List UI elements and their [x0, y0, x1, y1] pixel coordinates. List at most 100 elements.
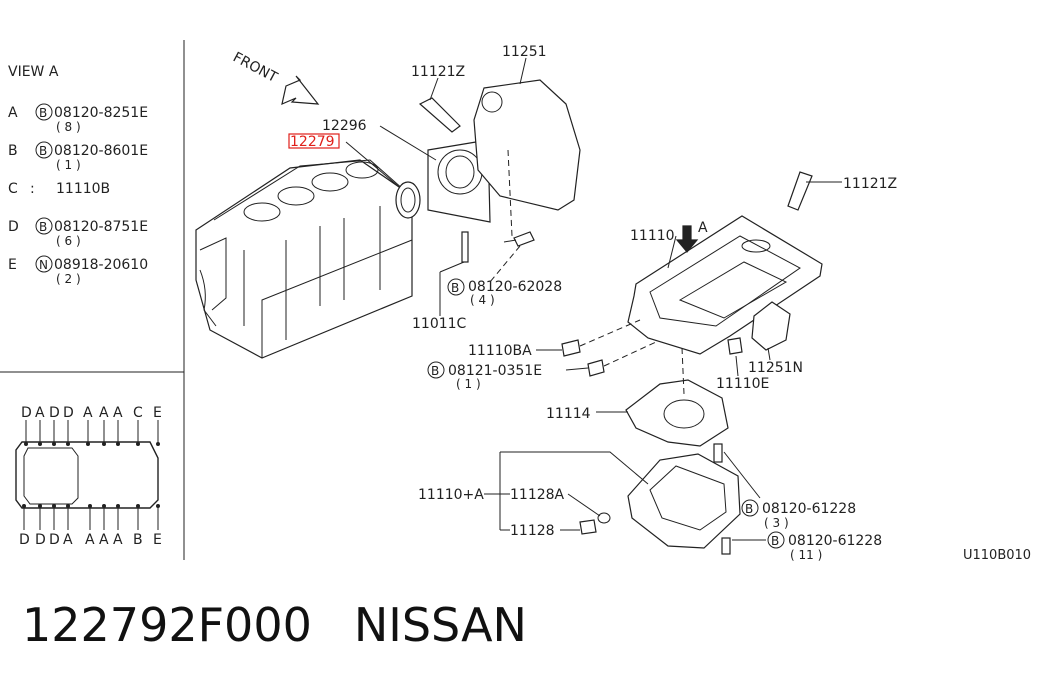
view-a-bottom-letter: A	[113, 532, 123, 548]
callout-11110: 11110	[630, 228, 675, 244]
view-a-top-letter: A	[83, 405, 93, 421]
view-a-top-letter: D	[49, 405, 60, 421]
callout-08121-0351e-qty: ( 1 )	[456, 377, 481, 391]
callout-08120-62028: 08120-62028	[468, 279, 562, 295]
rear-oil-seal: 12279	[288, 133, 421, 219]
view-a-top-letter: A	[35, 405, 45, 421]
sealant-tube-top: 11121Z	[411, 64, 465, 133]
view-a-top-letter: D	[63, 405, 74, 421]
callout-08120-61228-b-qty: ( 11 )	[790, 548, 822, 562]
part-number: 122792F000	[22, 598, 312, 652]
legend-code-b: 08120-8601E	[54, 143, 148, 159]
callout-08120-61228-a: 08120-61228	[762, 501, 856, 517]
sym-b-61228-b: B	[771, 534, 779, 548]
oil-pan-gasket-cover: 11251N	[748, 301, 803, 376]
legend-sym-e: N	[39, 258, 48, 272]
view-a-bottom-letter: D	[49, 532, 60, 548]
legend-key-e: E	[8, 257, 17, 273]
view-a-bolts	[22, 442, 160, 508]
part-caption: 122792F000 NISSAN	[22, 598, 527, 652]
rear-plate: 11251	[473, 44, 581, 237]
callout-11114: 11114	[546, 406, 591, 422]
legend-code-a: 08120-8251E	[54, 105, 148, 121]
callout-11110a: 11110+A	[418, 487, 484, 503]
front-indicator: FRONT	[230, 49, 320, 106]
legend-qty-d: ( 6 )	[56, 234, 81, 248]
rear-seal-retainer: 12296	[322, 118, 491, 223]
stud-and-bolt: 11011C B 08120-62028 ( 4 )	[412, 231, 562, 332]
legend-key-d: D	[8, 219, 19, 235]
view-a-bottom-letter: B	[133, 532, 143, 548]
sealant-tube-right: 11121Z	[787, 171, 897, 211]
legend-qty-a: ( 8 )	[56, 120, 81, 134]
sym-b-61228-a: B	[745, 502, 753, 516]
legend-colon-c: :	[30, 181, 35, 197]
callout-12296: 12296	[322, 118, 367, 134]
view-a-top-letter: D	[21, 405, 32, 421]
callout-11110ba: 11110BA	[468, 343, 532, 359]
callout-11110e: 11110E	[716, 376, 769, 392]
legend-key-c: C	[8, 181, 18, 197]
callout-11011c: 11011C	[412, 316, 467, 332]
brand-name: NISSAN	[353, 598, 527, 652]
view-a-bottom-letter: A	[63, 532, 73, 548]
sym-b-0351e: B	[431, 364, 439, 378]
legend-qty-e: ( 2 )	[56, 272, 81, 286]
lower-pan-bolts: B 08120-61228 ( 3 ) B 08120-61228 ( 11 )	[713, 443, 882, 562]
front-arrow-icon	[281, 75, 320, 106]
legend-sym-d: B	[39, 220, 47, 234]
legend-code-e: 08918-20610	[54, 257, 148, 273]
callout-arrow-a: A	[698, 220, 708, 236]
view-a-leaders	[23, 420, 159, 530]
baffle-plate: 11114	[546, 347, 729, 447]
front-label: FRONT	[230, 49, 280, 86]
symbol-circle	[767, 531, 785, 549]
legend: VIEW A A B 08120-8251E ( 8 ) B B 08120-8…	[8, 64, 148, 286]
callout-11251: 11251	[502, 44, 547, 60]
callout-11251n: 11251N	[748, 360, 803, 376]
callout-08120-62028-qty: ( 4 )	[470, 293, 495, 307]
view-a-bottom-letter: D	[19, 532, 30, 548]
legend-qty-b: ( 1 )	[56, 158, 81, 172]
upper-oil-pan: 11110 A	[627, 215, 823, 355]
symbol-circle	[427, 361, 445, 379]
callout-08121-0351e: 08121-0351E	[448, 363, 542, 379]
cylinder-block	[195, 159, 413, 359]
legend-key-b: B	[8, 143, 18, 159]
callout-12279: 12279	[290, 134, 335, 150]
highlight-box	[288, 133, 340, 149]
symbol-circle	[741, 499, 759, 517]
legend-title: VIEW A	[8, 64, 59, 80]
symbol-circle	[35, 217, 53, 235]
view-a-bottom-letter: A	[85, 532, 95, 548]
view-a-top-letter: A	[99, 405, 109, 421]
view-a-top-letter: E	[153, 405, 162, 421]
washer-11128a	[597, 512, 611, 524]
view-a-arrow-icon	[675, 225, 699, 253]
view-a-bottom-letter: E	[153, 532, 162, 548]
symbol-circle	[447, 278, 465, 296]
legend-sym-b: B	[39, 144, 47, 158]
view-a-pan-sump	[23, 447, 79, 505]
lower-oil-pan: 11110+A 11128A 11128	[418, 451, 741, 549]
view-a-bottom-letter: A	[99, 532, 109, 548]
view-a-top-letter: A	[113, 405, 123, 421]
pan-bolts: 11110BA B 08121-0351E ( 1 ) 11110E	[427, 319, 769, 392]
callout-08120-61228-a-qty: ( 3 )	[764, 516, 789, 530]
view-a-pan-outline	[15, 441, 159, 509]
callout-11128a: 11128A	[510, 487, 565, 503]
callout-08120-61228-b: 08120-61228	[788, 533, 882, 549]
symbol-circle	[35, 255, 53, 273]
legend-key-a: A	[8, 105, 18, 121]
callout-11128: 11128	[510, 523, 555, 539]
sym-b-62028: B	[451, 281, 459, 295]
view-a-top-letter: C	[133, 405, 143, 421]
legend-code-c: 11110B	[56, 181, 110, 197]
symbol-circle	[35, 141, 53, 159]
view-a-bottom-letter: D	[35, 532, 46, 548]
figure-code: U110B010	[963, 548, 1031, 563]
callout-11121z-right: 11121Z	[843, 176, 897, 192]
